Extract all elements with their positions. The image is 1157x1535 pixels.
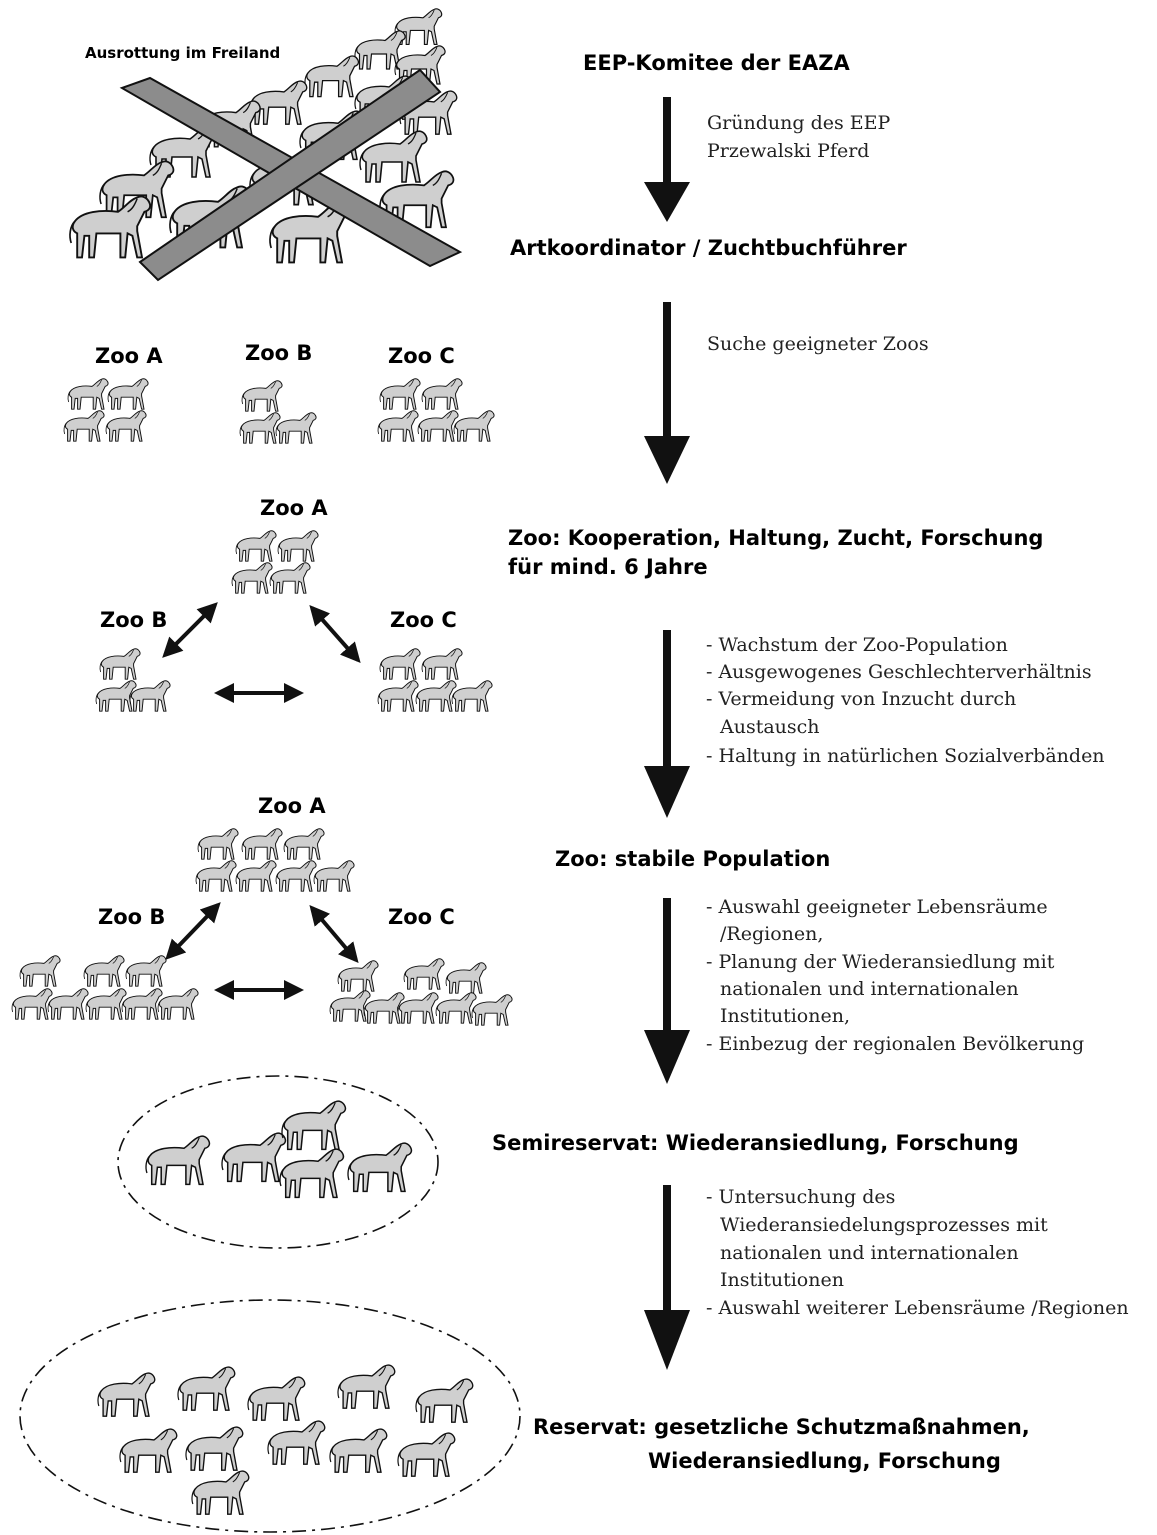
- svg-text:nationalen und internationalen: nationalen und internationalen: [720, 1242, 1019, 1264]
- transition-3: - Wachstum der Zoo-Population - Ausgewog…: [706, 634, 1105, 767]
- extinction-cross: [119, 68, 463, 282]
- semireserve-enclosure: [117, 1075, 439, 1249]
- zoo-b-label-3: Zoo B: [98, 905, 165, 929]
- svg-text:- Vermeidung von Inzucht durch: - Vermeidung von Inzucht durch: [706, 688, 1016, 710]
- svg-text:- Auswahl weiterer Lebensräume: - Auswahl weiterer Lebensräume /Regionen: [706, 1297, 1129, 1319]
- zoo-row-cooperation: Zoo A Zoo B Zoo C: [95, 496, 493, 712]
- svg-text:- Untersuchung des: - Untersuchung des: [706, 1186, 895, 1208]
- extinction-label: Ausrottung im Freiland: [85, 44, 280, 62]
- svg-text:/Regionen,: /Regionen,: [720, 923, 823, 945]
- svg-text:- Wachstum der Zoo-Population: - Wachstum der Zoo-Population: [706, 634, 1008, 656]
- flow-arrows: [644, 97, 690, 1370]
- step-reserve-line2: Wiederansiedlung, Forschung: [648, 1449, 1001, 1473]
- svg-text:nationalen und internationalen: nationalen und internationalen: [720, 978, 1019, 1000]
- transition-1: Gründung des EEP Przewalski Pferd: [707, 112, 891, 162]
- zoo-row-stable: Zoo A Zoo B Zoo C: [11, 794, 513, 1026]
- zoo-c-label-3: Zoo C: [388, 905, 455, 929]
- svg-text:- Einbezug der regionalen Bevö: - Einbezug der regionalen Bevölkerung: [706, 1033, 1084, 1055]
- transition-2: Suche geeigneter Zoos: [707, 333, 929, 355]
- step-stable-population: Zoo: stabile Population: [555, 847, 830, 871]
- zoo-b-label-2: Zoo B: [100, 608, 167, 632]
- svg-text:Institutionen: Institutionen: [720, 1269, 844, 1291]
- reserve-enclosure: [19, 1299, 521, 1533]
- zoo-a-label-3: Zoo A: [258, 794, 326, 818]
- svg-text:Wiederansiedelungsprozesses mi: Wiederansiedelungsprozesses mit: [720, 1214, 1048, 1236]
- zoo-c-label-2: Zoo C: [390, 608, 457, 632]
- svg-text:- Haltung in natürlichen Sozia: - Haltung in natürlichen Sozialverbänden: [706, 745, 1105, 767]
- svg-text:Suche geeigneter Zoos: Suche geeigneter Zoos: [707, 333, 929, 355]
- svg-text:Institutionen,: Institutionen,: [720, 1005, 850, 1027]
- zoo-a-label-2: Zoo A: [260, 496, 328, 520]
- zoo-c-label: Zoo C: [388, 344, 455, 368]
- zoo-a-label: Zoo A: [95, 344, 163, 368]
- step-zoo-cooperation: Zoo: Kooperation, Haltung, Zucht, Forsch…: [508, 526, 1043, 550]
- step-coordinator: Artkoordinator / Zuchtbuchführer: [510, 236, 907, 260]
- svg-text:Gründung des EEP: Gründung des EEP: [707, 112, 891, 134]
- svg-text:- Auswahl geeigneter Lebensräu: - Auswahl geeigneter Lebensräume: [706, 896, 1048, 918]
- step-semireserve: Semireservat: Wiederansiedlung, Forschun…: [492, 1131, 1019, 1155]
- svg-text:- Planung der Wiederansiedlung: - Planung der Wiederansiedlung mit: [706, 951, 1055, 973]
- transition-5: - Untersuchung des Wiederansiedelungspro…: [706, 1186, 1129, 1319]
- zoo-row-separate: Zoo A Zoo B Zoo C: [63, 341, 495, 444]
- step-eep-committee: EEP-Komitee der EAZA: [583, 51, 850, 75]
- svg-text:Austausch: Austausch: [719, 716, 820, 738]
- transition-4: - Auswahl geeigneter Lebensräume /Region…: [706, 896, 1084, 1055]
- step-reserve: Reservat: gesetzliche Schutzmaßnahmen,: [533, 1415, 1030, 1439]
- step-zoo-cooperation-line2: für mind. 6 Jahre: [508, 555, 708, 579]
- svg-text:- Ausgewogenes Geschlechterver: - Ausgewogenes Geschlechterverhältnis: [706, 661, 1092, 683]
- svg-text:Przewalski Pferd: Przewalski Pferd: [707, 140, 869, 162]
- zoo-b-label: Zoo B: [245, 341, 312, 365]
